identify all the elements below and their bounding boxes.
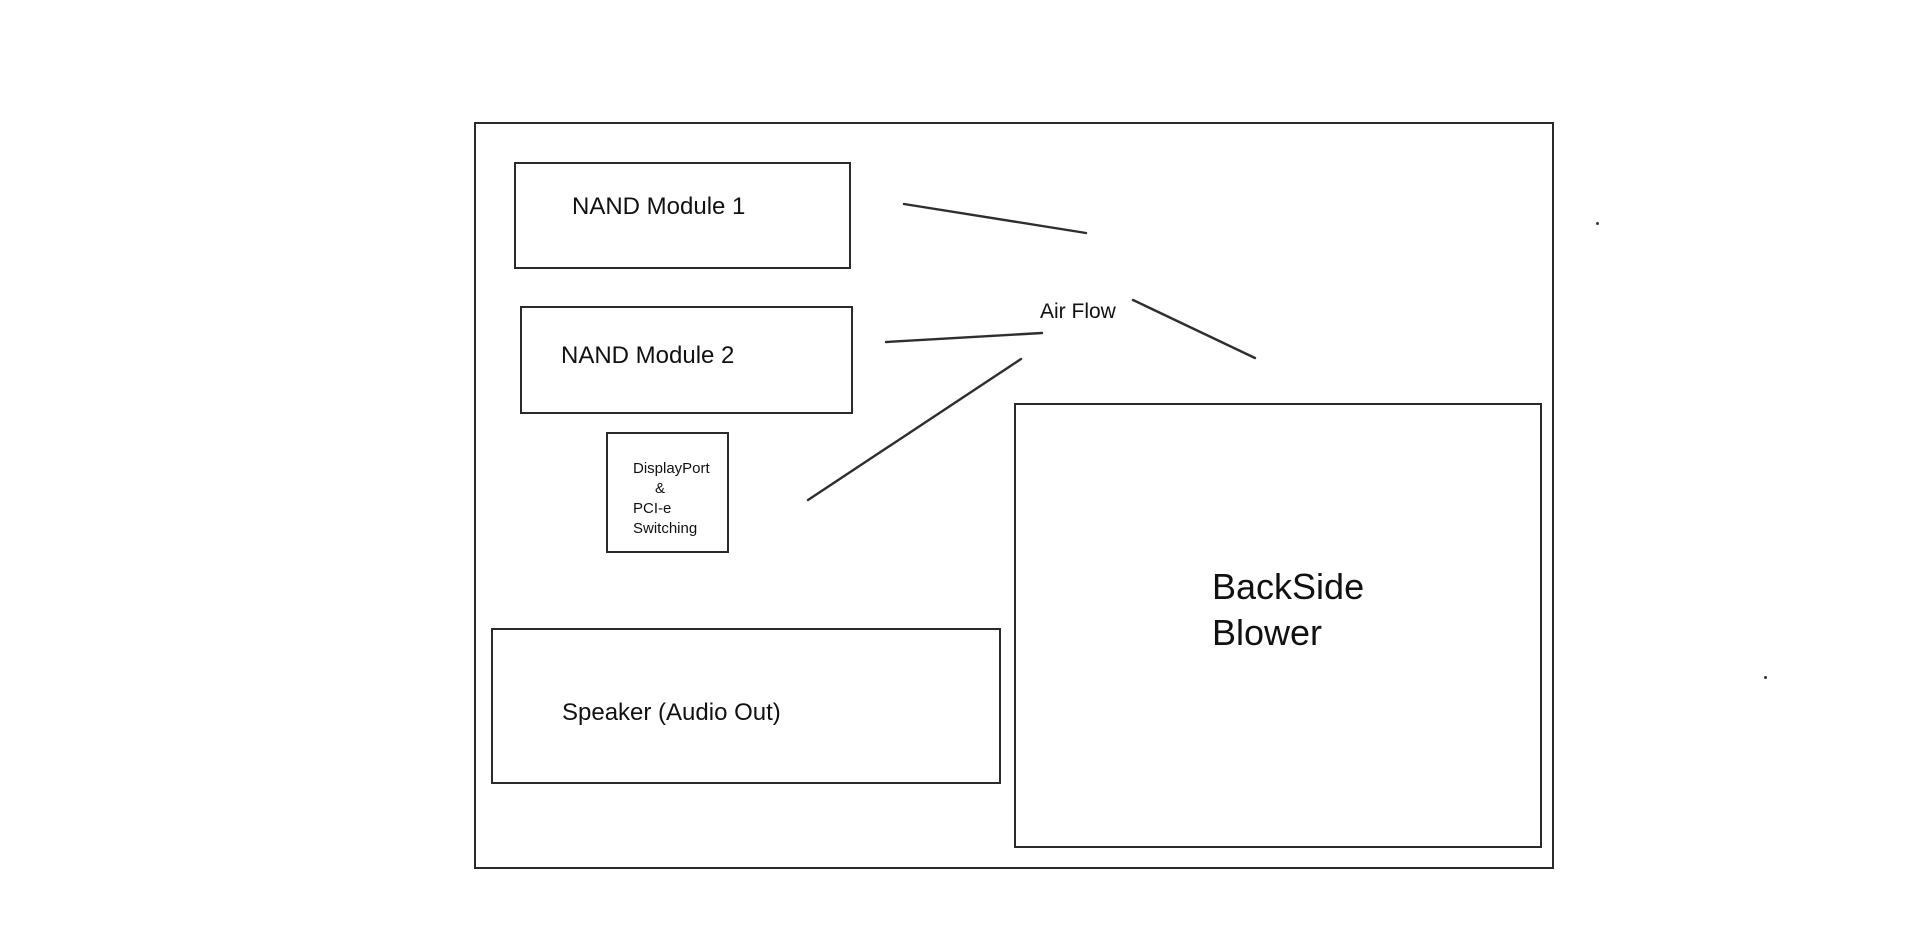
airflow-label: Air Flow [1040, 300, 1116, 323]
stray-dot [1596, 222, 1599, 225]
displayport-label-line-1: DisplayPort [633, 460, 710, 477]
nand-module-1-box [514, 162, 851, 269]
stray-dot [1764, 676, 1767, 679]
enclosure-outline [474, 122, 1554, 869]
displayport-label-line-4: Switching [633, 520, 698, 537]
speaker-label: Speaker (Audio Out) [562, 699, 781, 726]
nand-module-1-label: NAND Module 1 [572, 193, 746, 220]
backside-blower-box [1014, 403, 1542, 848]
blower-label-line-2: Blower [1212, 612, 1323, 653]
displayport-pcie-switching-box [606, 432, 729, 553]
displayport-label-line-3: PCI-e [633, 500, 672, 517]
backside-blower-label: BackSide Blower [1212, 564, 1412, 656]
displayport-label-line-2: & [655, 480, 666, 497]
blower-label-line-1: BackSide [1212, 566, 1365, 607]
displayport-pcie-switching-label: DisplayPort & PCI-e Switching [633, 459, 723, 539]
speaker-box [491, 628, 1001, 784]
nand-module-2-label: NAND Module 2 [561, 342, 735, 369]
